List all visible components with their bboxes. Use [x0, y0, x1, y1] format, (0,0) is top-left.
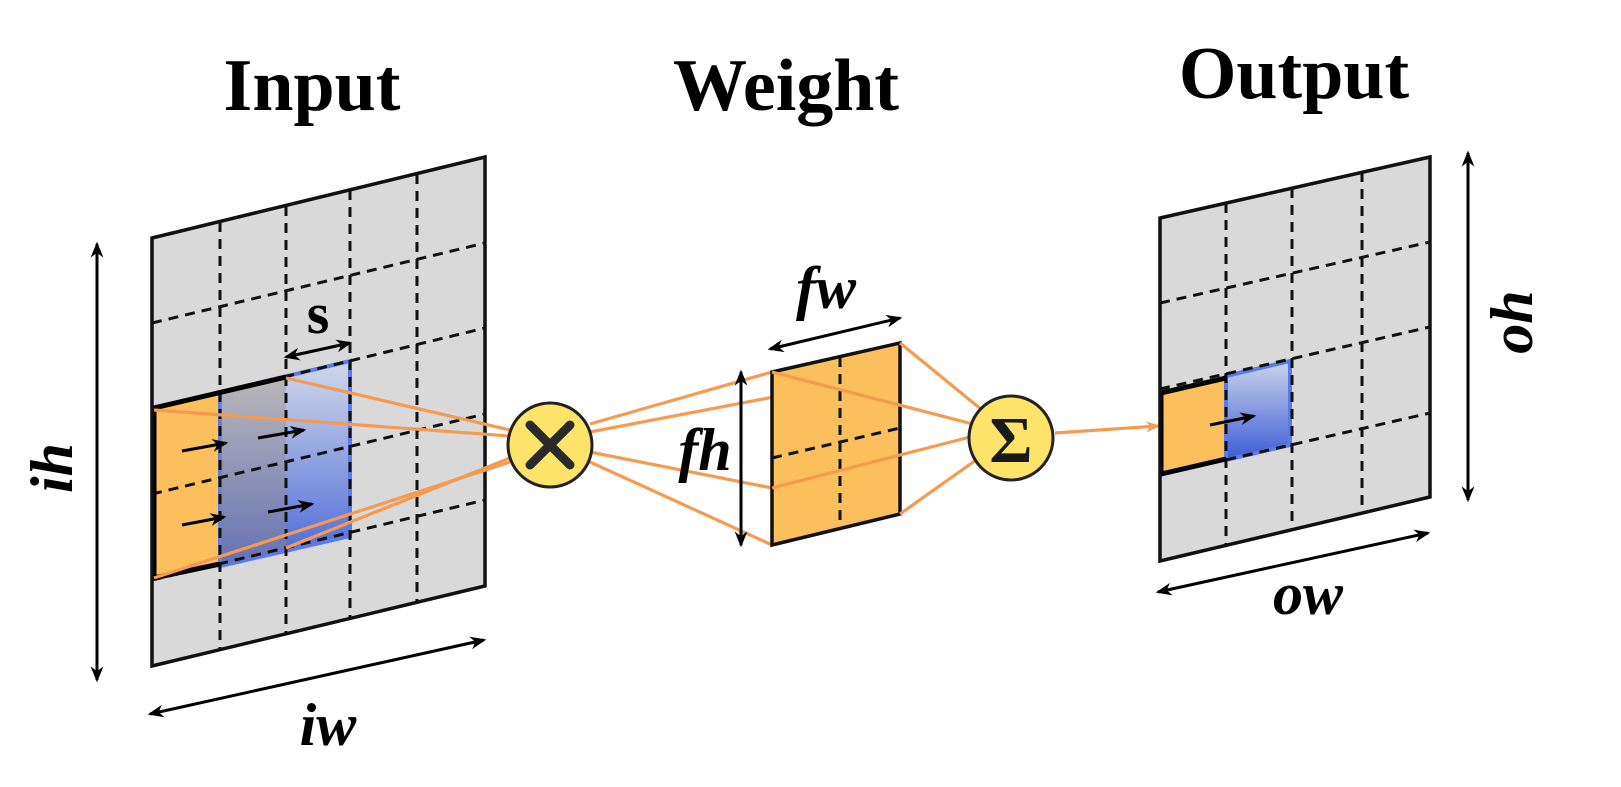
connector-in-4	[285, 456, 511, 550]
input-grid-border	[150, 154, 487, 669]
output-cell-orange	[1161, 378, 1226, 474]
connector-w-cross-4	[899, 458, 977, 516]
input-width-arrow	[147, 636, 487, 718]
sigma-circle-icon	[967, 394, 1055, 482]
filter-width-label: fw	[796, 255, 857, 321]
input-hline-3	[151, 412, 486, 496]
input-shift-arrow-4	[267, 500, 315, 514]
sum-symbol: Σ	[989, 404, 1032, 477]
output-shift-arrow	[1209, 412, 1257, 427]
output-hline-2	[1159, 325, 1431, 391]
stride-arrow	[283, 339, 353, 361]
output-grid	[1158, 154, 1432, 564]
weight-title: Weight	[673, 45, 899, 127]
input-grid	[150, 154, 487, 669]
output-cell-blue	[1224, 358, 1292, 463]
input-hline-1	[151, 241, 486, 325]
sum-operator: Σ	[967, 394, 1055, 482]
output-title: Output	[1179, 33, 1410, 115]
weight-grid-base	[772, 343, 900, 545]
multiply-operator	[506, 401, 594, 489]
input-height-label: ih	[19, 443, 85, 493]
connector-w-cross-3	[771, 434, 975, 490]
weight-hline	[771, 426, 901, 460]
connector-in-1	[153, 408, 511, 438]
output-height-label: oh	[1479, 290, 1545, 353]
input-window-border	[151, 374, 287, 582]
input-shift-arrow-2	[257, 426, 307, 440]
input-to-multiply-connectors	[153, 376, 511, 580]
output-width-label: ow	[1273, 561, 1344, 627]
input-shift-arrow-3	[181, 513, 227, 527]
connector-w-cross-1	[771, 370, 989, 430]
stride-label: s	[307, 281, 330, 346]
filter-width-arrow	[767, 314, 903, 353]
input-width-label: iw	[300, 692, 358, 758]
connector-w-cross-2	[898, 341, 984, 412]
filter-height-label: fh	[678, 417, 731, 483]
output-width-arrow	[1155, 529, 1431, 596]
input-title: Input	[224, 45, 401, 127]
output-hline-1	[1159, 240, 1431, 305]
weight-grid	[770, 340, 902, 548]
input-shift-arrow-1	[181, 439, 229, 453]
output-hline-3	[1159, 411, 1431, 477]
sum-to-output-arrow	[1054, 421, 1161, 435]
connector-in-2	[285, 376, 511, 432]
multiply-cross-b	[525, 420, 575, 470]
output-grid-border	[1158, 154, 1432, 564]
